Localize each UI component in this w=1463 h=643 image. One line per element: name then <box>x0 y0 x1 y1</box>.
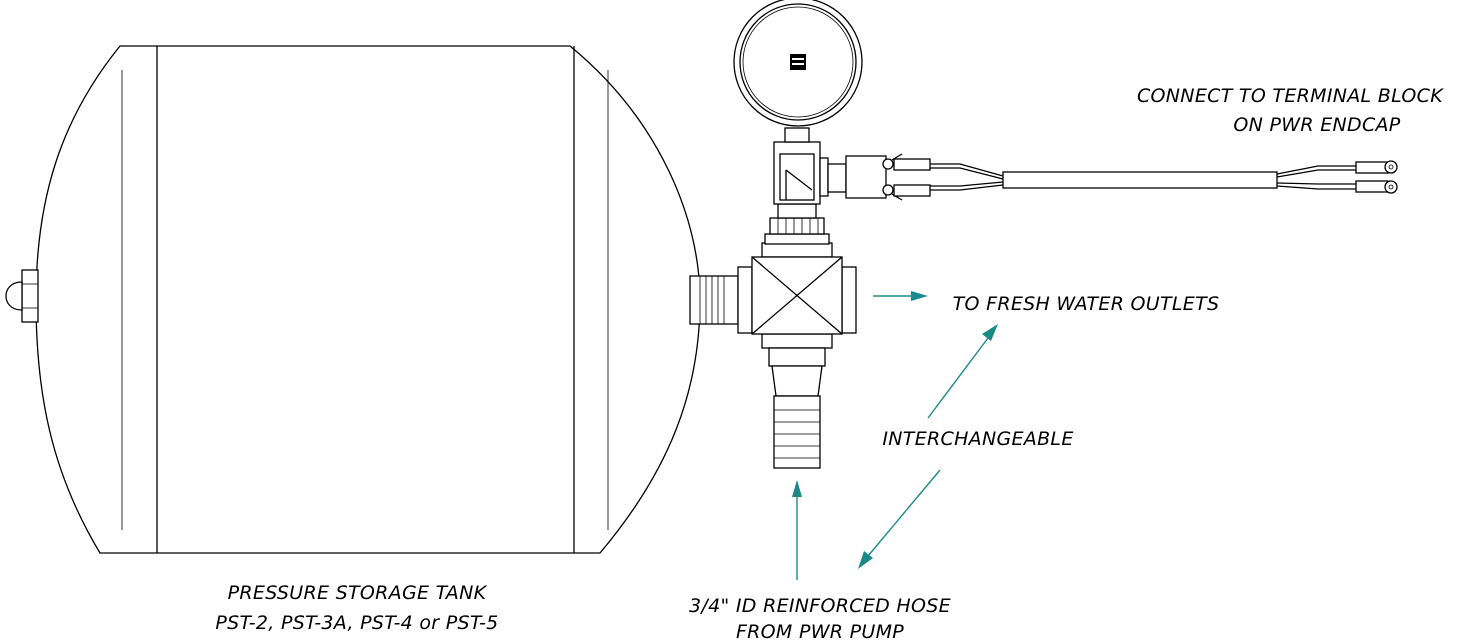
tank-end-fitting <box>5 269 39 323</box>
hose-inlet-arrow <box>792 480 802 580</box>
cable-leads-right <box>1276 161 1389 193</box>
wire-leads <box>930 163 1004 191</box>
outlet-arrow <box>873 291 928 301</box>
hose-label-line1: 3/4" ID REINFORCED HOSE <box>689 595 951 617</box>
tank-outlet-nipple <box>689 275 739 325</box>
power-cable <box>1002 171 1278 189</box>
hose-label-line2: FROM PWR PUMP <box>736 621 904 643</box>
terminal-label-line2: ON PWR ENDCAP <box>1233 114 1400 136</box>
cross-fitting <box>737 233 857 349</box>
outlets-label: TO FRESH WATER OUTLETS <box>953 293 1220 315</box>
ring-terminal <box>1384 160 1398 194</box>
terminal-label-line1: CONNECT TO TERMINAL BLOCK <box>1137 85 1444 107</box>
interchangeable-arrow <box>858 324 998 569</box>
pressure-gauge <box>733 0 863 127</box>
pressure-storage-tank <box>35 45 701 554</box>
hose-barb <box>768 347 826 469</box>
tank-label-line2: PST-2, PST-3A, PST-4 or PST-5 <box>215 612 498 634</box>
wire-connector <box>882 153 931 201</box>
pressure-switch-tee <box>769 127 887 235</box>
tank-label-line1: PRESSURE STORAGE TANK <box>228 582 488 604</box>
interchangeable-label: INTERCHANGEABLE <box>882 428 1073 450</box>
